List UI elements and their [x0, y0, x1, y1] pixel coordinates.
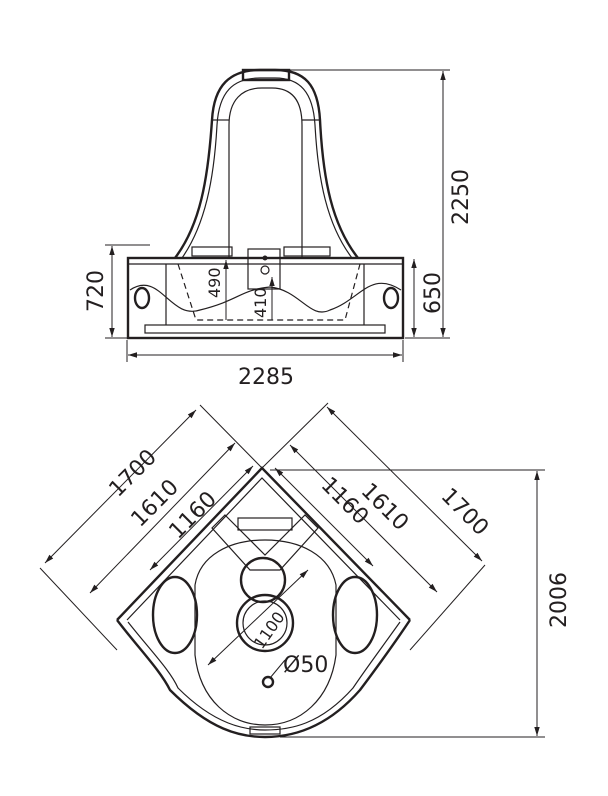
dim-total-height: 2250	[449, 169, 474, 225]
tub-body	[126, 246, 405, 340]
front-view: 2250 720 650 2285 490 410	[84, 68, 474, 390]
dim-inner-depth: 490	[205, 267, 224, 298]
dim-base-height-right: 650	[421, 272, 446, 314]
dim-right-outer: 1700	[436, 484, 493, 541]
plan-dimensions: 1700 1610 1160 1700 1610 1160 2006 1100 …	[39, 402, 572, 738]
dim-base-height-left: 720	[84, 270, 109, 312]
front-dimensions: 2250 720 650 2285 490 410	[84, 69, 474, 390]
dim-drain-diameter: Ø50	[283, 653, 328, 678]
drain	[261, 675, 275, 689]
dim-depth: 2006	[547, 572, 572, 628]
dim-width: 2285	[238, 365, 294, 390]
dim-seat-height: 410	[251, 287, 270, 318]
plan-view: 1700 1610 1160 1700 1610 1160 2006 1100 …	[39, 402, 572, 739]
overhead-shower	[241, 68, 291, 82]
canopy	[174, 68, 359, 259]
